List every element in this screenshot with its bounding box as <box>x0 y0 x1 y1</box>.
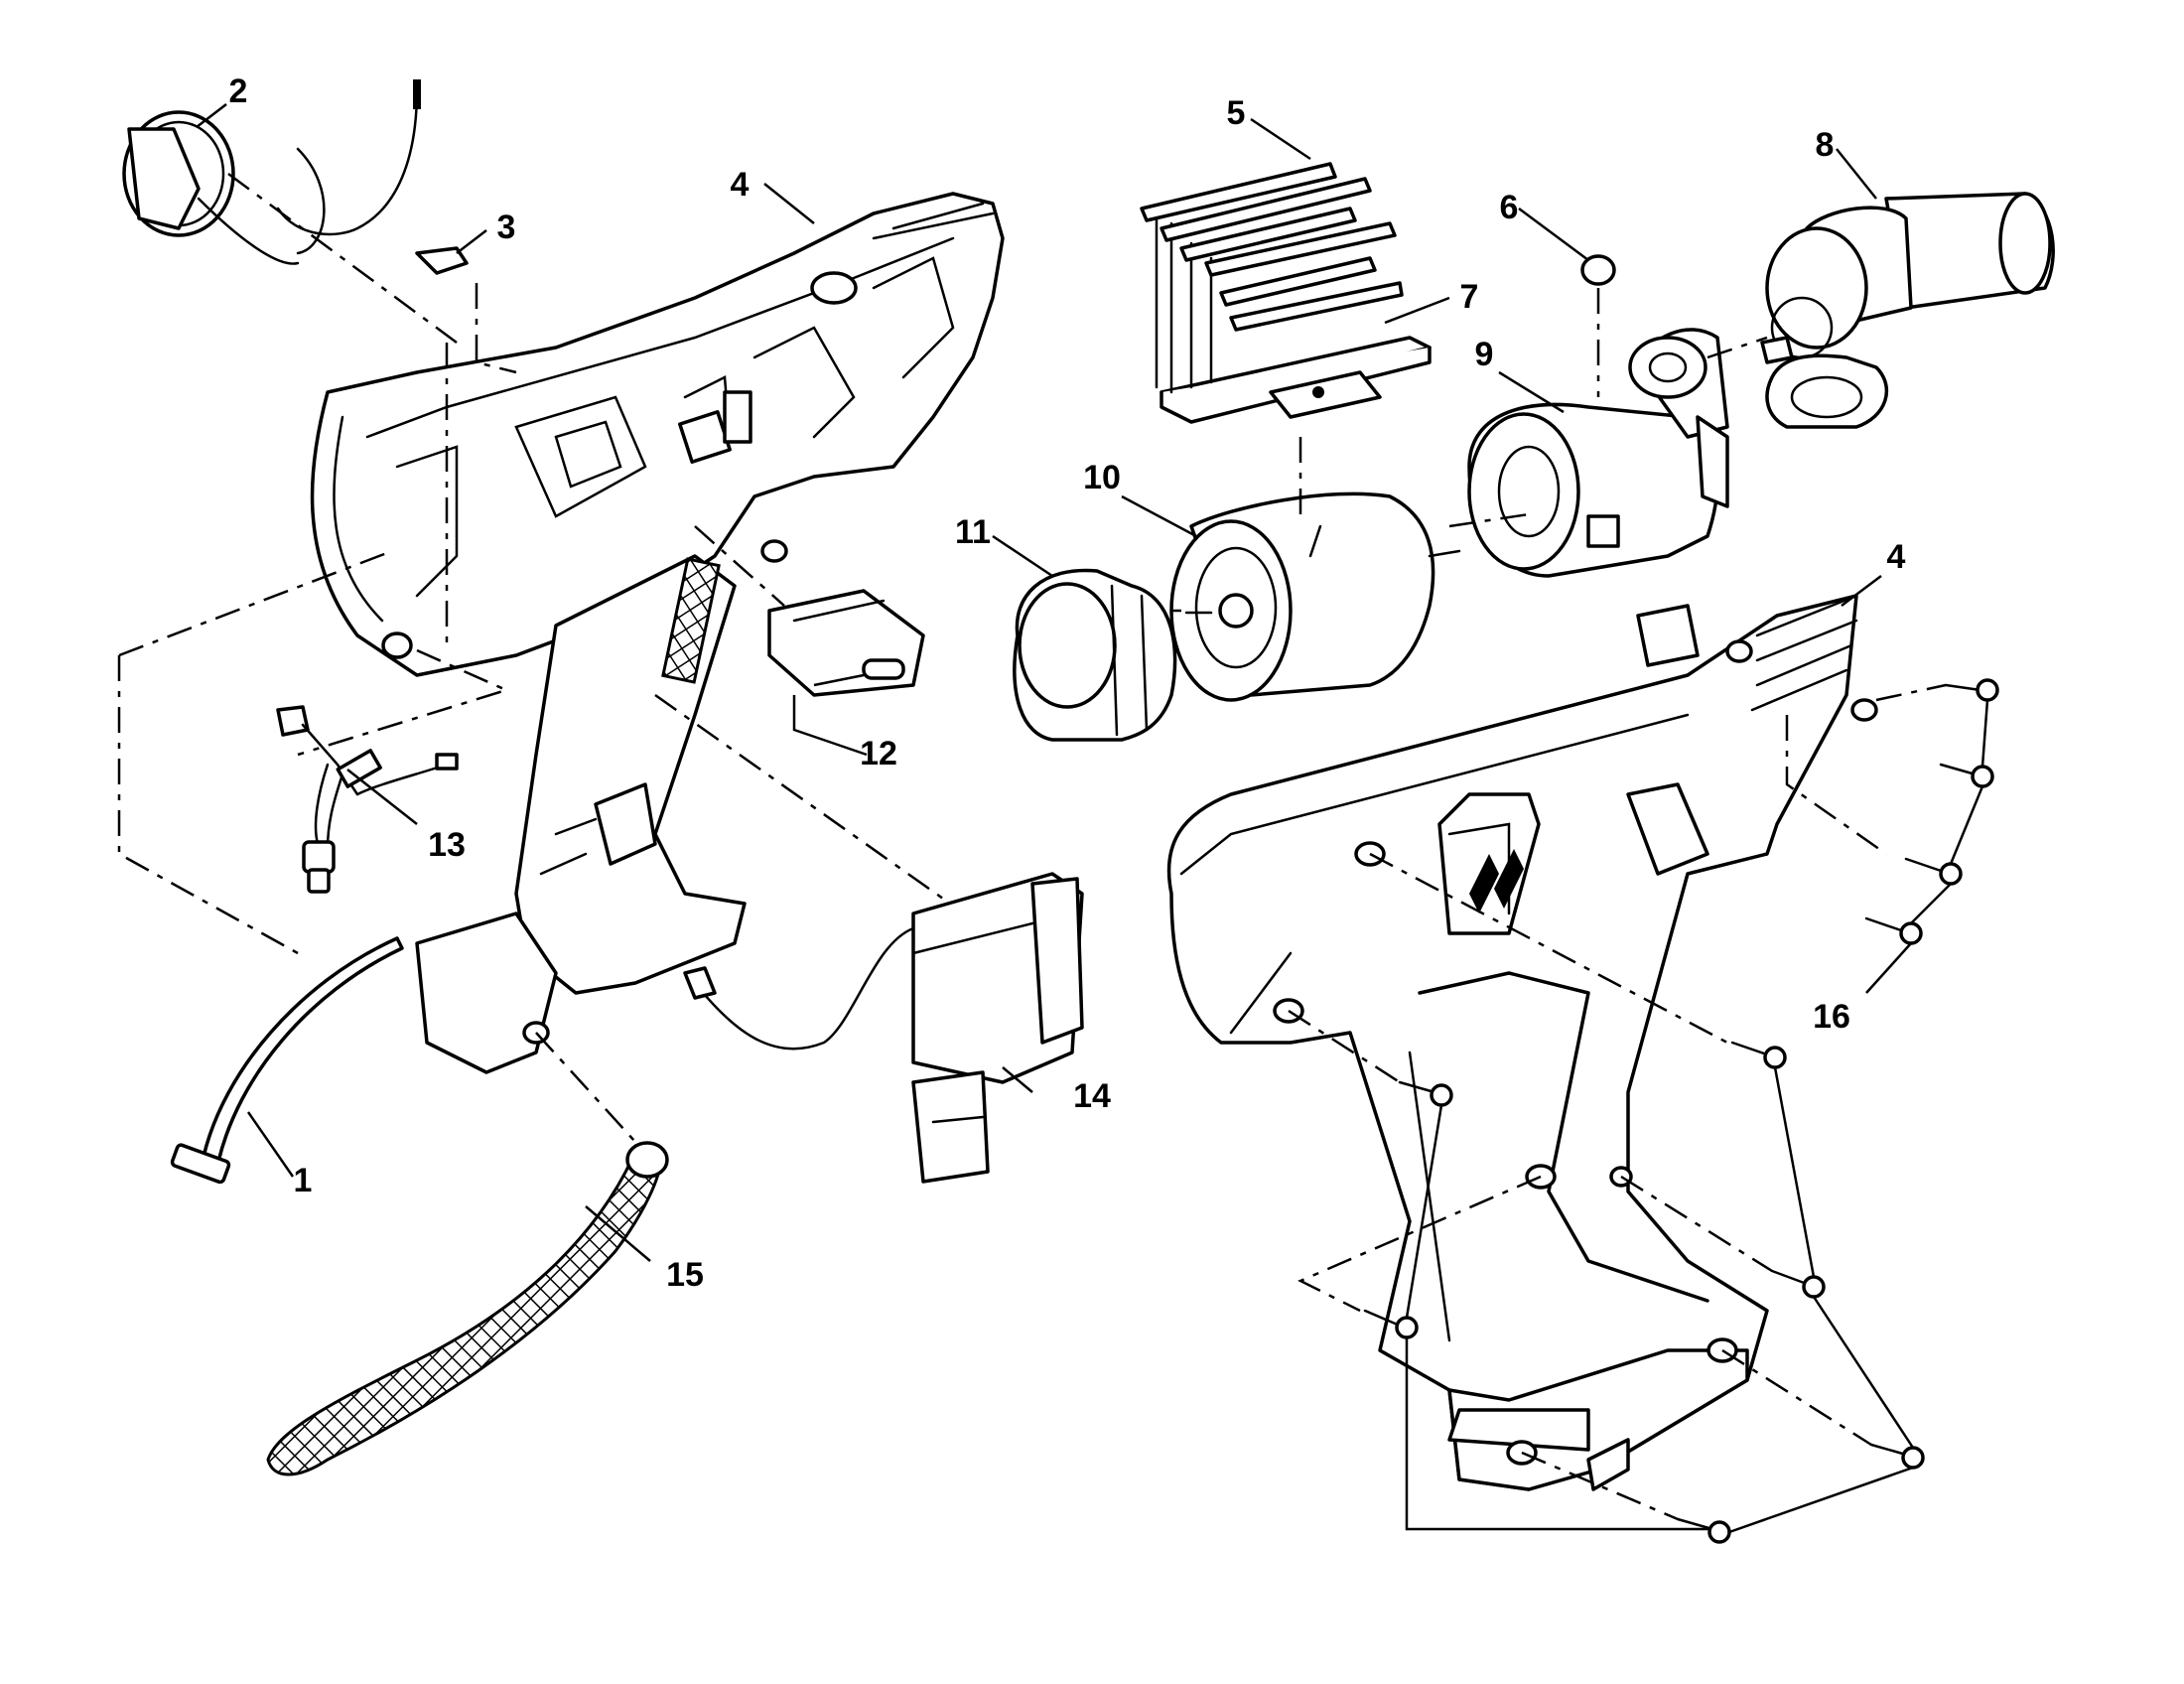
retaining-ring-part-6 <box>1580 254 1616 286</box>
callout-13: 13 <box>428 826 466 864</box>
callout-2: 2 <box>229 72 248 110</box>
switch-part-14 <box>683 872 1084 1184</box>
rod-part-1 <box>170 936 404 1185</box>
callout-5: 5 <box>1227 94 1246 132</box>
ring-part-11 <box>1013 568 1177 742</box>
callout-11: 11 <box>955 513 991 551</box>
callout-14: 14 <box>1073 1077 1111 1115</box>
screw <box>1730 1041 1787 1069</box>
callout-leaders <box>196 103 1882 1262</box>
screws-part-16 <box>1363 678 1999 1544</box>
callout-6: 6 <box>1500 189 1519 226</box>
callout-4-right: 4 <box>1887 538 1906 576</box>
callout-3: 3 <box>497 209 516 246</box>
callout-labels: 1 2 3 4 4 5 6 7 8 9 10 11 12 13 14 15 16 <box>229 72 1906 1294</box>
motor-part-10 <box>1169 491 1461 702</box>
callout-1: 1 <box>294 1162 313 1199</box>
screw <box>1869 1443 1925 1470</box>
callout-9: 9 <box>1475 336 1494 373</box>
harness-part-13 <box>276 705 459 894</box>
cord-part-15 <box>266 1141 669 1476</box>
callout-16: 16 <box>1813 998 1850 1036</box>
clip-part-3 <box>415 246 469 275</box>
callout-7: 7 <box>1460 278 1479 316</box>
leader-12-bracket <box>792 695 868 757</box>
screw <box>1939 763 1994 788</box>
chuck-part-8 <box>1760 192 2055 429</box>
assembly-lines <box>117 172 1947 1521</box>
screw <box>1770 1269 1826 1299</box>
terminal-block-part-12 <box>767 589 925 697</box>
gearbox-part-9 <box>1467 328 1729 578</box>
screw <box>1398 1080 1453 1107</box>
right-housing-half <box>1166 594 1878 1491</box>
callout-4-left: 4 <box>731 166 750 204</box>
screw <box>1944 678 1999 702</box>
left-housing-half <box>310 192 1005 1074</box>
screw <box>1676 1517 1731 1544</box>
callout-10: 10 <box>1083 459 1121 496</box>
callout-8: 8 <box>1816 126 1835 164</box>
callout-15: 15 <box>666 1256 704 1294</box>
bit-holder-part-7 <box>1155 211 1432 424</box>
dial-part-2 <box>122 79 421 265</box>
bits-part-5 <box>1140 162 1404 332</box>
